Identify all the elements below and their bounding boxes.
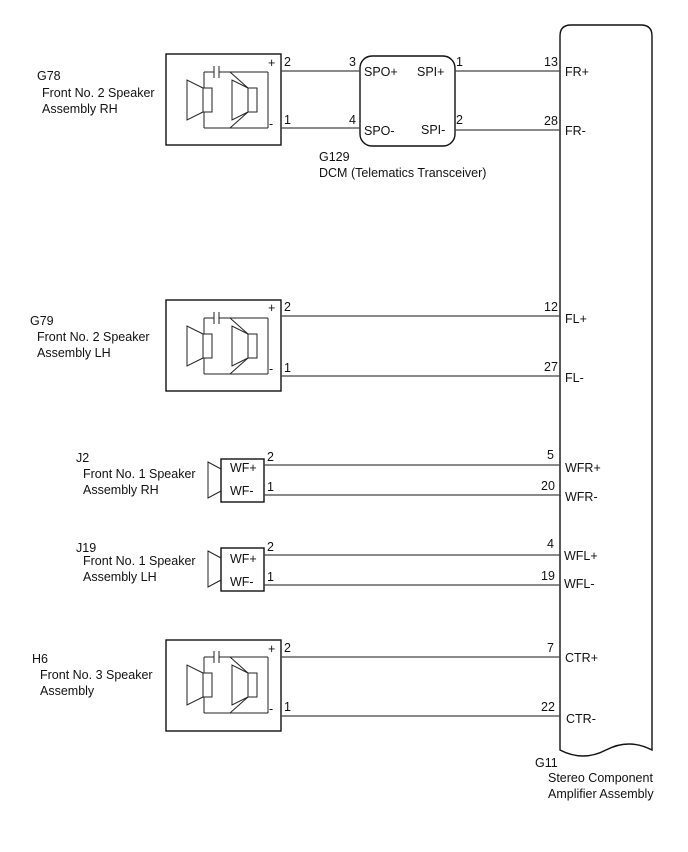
speaker-icon bbox=[202, 672, 213, 698]
component-name: Front No. 2 Speaker bbox=[42, 86, 155, 100]
connector-code: J19 bbox=[76, 541, 96, 555]
signal-name: SPI- bbox=[421, 123, 445, 137]
speaker-j2 bbox=[207, 458, 265, 503]
polarity-mark: + bbox=[268, 642, 275, 656]
connector-code: G79 bbox=[30, 314, 54, 328]
speaker-icon bbox=[207, 550, 222, 588]
polarity-mark: + bbox=[268, 301, 275, 315]
speaker-h6 bbox=[165, 639, 282, 732]
pin-number: 3 bbox=[349, 55, 356, 69]
component-name: Assembly LH bbox=[37, 346, 111, 360]
signal-name: CTR+ bbox=[565, 651, 598, 665]
pin-number: 22 bbox=[541, 700, 555, 714]
pin-number: 4 bbox=[547, 537, 554, 551]
connector-code: G78 bbox=[37, 69, 61, 83]
component-name: Front No. 1 Speaker bbox=[83, 554, 196, 568]
signal-name: WF+ bbox=[230, 461, 257, 475]
pin-number: 2 bbox=[267, 540, 274, 554]
pin-number: 28 bbox=[544, 114, 558, 128]
pin-number: 1 bbox=[267, 570, 274, 584]
signal-name: WF- bbox=[230, 575, 254, 589]
component-name: Assembly LH bbox=[83, 570, 157, 584]
signal-name: SPO+ bbox=[364, 65, 398, 79]
amplifier-body bbox=[559, 24, 653, 757]
polarity-mark: + bbox=[268, 56, 275, 70]
signal-name: WFR+ bbox=[565, 461, 601, 475]
pin-number: 2 bbox=[267, 450, 274, 464]
connector-code: G129 bbox=[319, 150, 350, 164]
component-name: Assembly bbox=[40, 684, 95, 698]
component-name: Assembly RH bbox=[42, 102, 118, 116]
pin-number: 2 bbox=[456, 113, 463, 127]
signal-name: WFL+ bbox=[564, 549, 598, 563]
component-name: Front No. 1 Speaker bbox=[83, 467, 196, 481]
component-name: Amplifier Assembly bbox=[548, 787, 654, 801]
speaker-j19 bbox=[207, 547, 265, 592]
signal-name: WF- bbox=[230, 484, 254, 498]
speaker-icon bbox=[202, 333, 213, 359]
speaker-icon bbox=[247, 333, 258, 359]
speaker-g79 bbox=[165, 299, 282, 392]
signal-name: SPO- bbox=[364, 124, 395, 138]
pin-number: 1 bbox=[284, 113, 291, 127]
speaker-icon bbox=[247, 87, 258, 113]
speaker-icon bbox=[207, 461, 222, 499]
pin-number: 2 bbox=[284, 641, 291, 655]
pin-number: 2 bbox=[284, 55, 291, 69]
speaker-g79-box bbox=[165, 299, 282, 392]
speaker-icon bbox=[247, 672, 258, 698]
component-name: Stereo Component bbox=[548, 771, 653, 785]
pin-number: 4 bbox=[349, 113, 356, 127]
speaker-g78 bbox=[165, 53, 282, 146]
pin-number: 7 bbox=[547, 641, 554, 655]
component-name: Front No. 2 Speaker bbox=[37, 330, 150, 344]
polarity-mark: - bbox=[269, 702, 273, 716]
signal-name: FL+ bbox=[565, 312, 587, 326]
pin-number: 1 bbox=[284, 700, 291, 714]
connector-code: G11 bbox=[535, 756, 558, 770]
connector-code: J2 bbox=[76, 451, 89, 465]
pin-number: 1 bbox=[284, 361, 291, 375]
speaker-j19-box bbox=[220, 547, 265, 592]
component-name: Assembly RH bbox=[83, 483, 159, 497]
signal-name: WFL- bbox=[564, 577, 595, 591]
component-name: DCM (Telematics Transceiver) bbox=[319, 166, 486, 180]
signal-name: FR+ bbox=[565, 65, 589, 79]
connector-code: H6 bbox=[32, 652, 48, 666]
pin-number: 1 bbox=[267, 480, 274, 494]
pin-number: 27 bbox=[544, 360, 558, 374]
signal-name: SPI+ bbox=[417, 65, 444, 79]
speaker-g78-box bbox=[165, 53, 282, 146]
polarity-mark: - bbox=[269, 117, 273, 131]
speaker-icon bbox=[202, 87, 213, 113]
pin-number: 12 bbox=[544, 300, 558, 314]
pin-number: 19 bbox=[541, 569, 555, 583]
pin-number: 1 bbox=[456, 55, 463, 69]
speaker-h6-box bbox=[165, 639, 282, 732]
pin-number: 13 bbox=[544, 55, 558, 69]
signal-name: FR- bbox=[565, 124, 586, 138]
pin-number: 2 bbox=[284, 300, 291, 314]
dcm-box bbox=[359, 55, 456, 147]
pin-number: 5 bbox=[547, 448, 554, 462]
pin-number: 20 bbox=[541, 479, 555, 493]
component-name: Front No. 3 Speaker bbox=[40, 668, 153, 682]
speaker-j2-box bbox=[220, 458, 265, 503]
signal-name: FL- bbox=[565, 371, 584, 385]
signal-name: WF+ bbox=[230, 552, 257, 566]
polarity-mark: - bbox=[269, 362, 273, 376]
signal-name: WFR- bbox=[565, 490, 598, 504]
signal-name: CTR- bbox=[566, 712, 596, 726]
